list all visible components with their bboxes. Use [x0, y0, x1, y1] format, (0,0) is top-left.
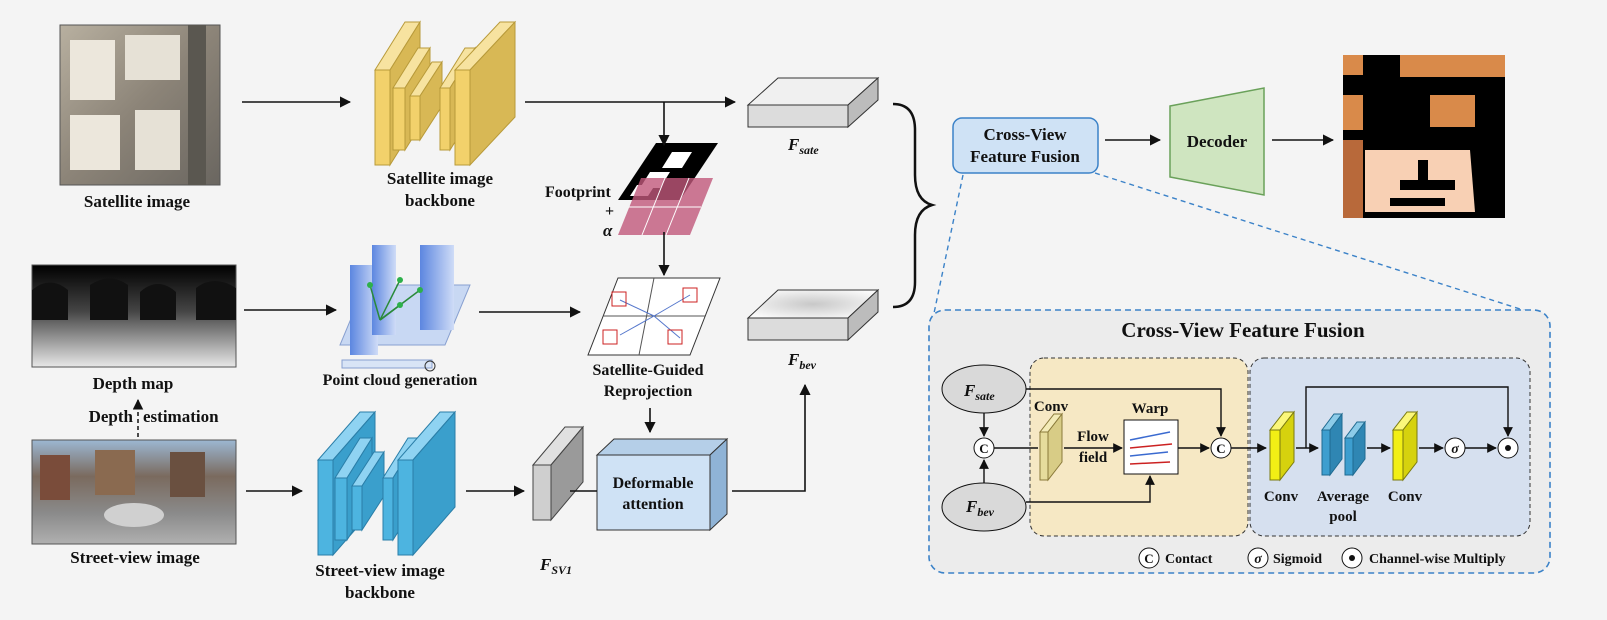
- cross-view-fusion-block: [952, 117, 1099, 174]
- footprint-illustration: [618, 143, 718, 236]
- legend-contact-label: Contact: [1165, 552, 1213, 567]
- depth-map-label: Depth map: [93, 374, 174, 393]
- reprojection-label-2: Reprojection: [604, 383, 693, 400]
- street-backbone-label-1: Street-view image: [315, 561, 445, 580]
- concat-symbol-1: C: [979, 441, 988, 456]
- legend-sigmoid-icon: [1247, 547, 1269, 569]
- footprint-label: Footprint: [545, 184, 611, 201]
- depth-map: [31, 264, 237, 368]
- f-sate-node-label: Fsate: [963, 381, 995, 403]
- depth-estimation-label-left: Depth: [89, 407, 134, 426]
- f-bev-label: Fbev: [787, 350, 817, 372]
- zoom-line-right: [1094, 172, 1549, 319]
- conv-block-3: [1391, 410, 1419, 482]
- merge-brace: [892, 102, 937, 309]
- alpha-label: α: [603, 221, 613, 240]
- conv-block-2: [1268, 410, 1296, 482]
- detail-legend: C Contact σ Sigmoid Channel-wise Multipl…: [1138, 547, 1506, 569]
- fusion-label-2: Feature Fusion: [970, 147, 1080, 166]
- deformable-label-2: attention: [622, 496, 683, 513]
- satellite-backbone-label-2: backbone: [405, 191, 475, 210]
- plus-label: +: [605, 203, 614, 220]
- legend-multiply-label: Channel-wise Multiply: [1369, 552, 1506, 567]
- detail-arrows: [979, 386, 1513, 503]
- legend-concat-symbol: C: [1144, 551, 1153, 566]
- warp-label: Warp: [1132, 401, 1169, 417]
- street-view-image-label: Street-view image: [70, 548, 200, 567]
- conv3-label: Conv: [1388, 489, 1423, 505]
- fusion-label-1: Cross-View: [983, 125, 1067, 144]
- satellite-backbone: [374, 20, 517, 167]
- street-backbone: [316, 410, 457, 557]
- conv2-label: Conv: [1264, 489, 1299, 505]
- point-cloud-illustration: [339, 245, 471, 372]
- f-bev-slab: [746, 288, 880, 342]
- legend-multiply-dot: [1349, 555, 1355, 561]
- legend-sigmoid-label: Sigmoid: [1273, 552, 1322, 567]
- reprojection-illustration: [587, 277, 721, 356]
- satellite-backbone-label-1: Satellite image: [387, 169, 494, 188]
- warp-block: [1123, 419, 1179, 475]
- zoom-line-left: [932, 174, 964, 319]
- satellite-image-label: Satellite image: [84, 192, 191, 211]
- output-segmentation-map: [1343, 55, 1505, 218]
- point-cloud-label: Point cloud generation: [323, 372, 478, 389]
- f-sv1-slab: [531, 425, 585, 522]
- flow-field-label-2: field: [1079, 450, 1108, 466]
- concat-symbol-2: C: [1216, 441, 1225, 456]
- deformable-label-1: Deformable: [613, 475, 694, 492]
- average-pool-block: [1321, 412, 1366, 477]
- depth-estimation-label-right: estimation: [143, 407, 219, 426]
- legend-sigmoid-symbol: σ: [1254, 552, 1262, 567]
- deformable-attention-block: [595, 437, 729, 532]
- street-backbone-label-2: backbone: [345, 583, 415, 602]
- decoder-block: [1169, 87, 1265, 196]
- flow-arrows: [242, 96, 1335, 497]
- conv-block-1: [1038, 412, 1064, 482]
- reprojection-label-1: Satellite-Guided: [592, 362, 703, 379]
- f-bev-node-label: Fbev: [965, 497, 995, 519]
- f-sate-slab: [746, 76, 880, 129]
- street-view-image: [31, 439, 237, 545]
- satellite-image: [59, 24, 221, 186]
- legend-concat-icon: [1138, 547, 1160, 569]
- decoder-label: Decoder: [1187, 132, 1248, 151]
- flow-field-label-1: Flow: [1077, 429, 1109, 445]
- f-sate-label: Fsate: [787, 135, 819, 157]
- fusion-detail-title: Cross-View Feature Fusion: [1121, 318, 1365, 342]
- average-pool-label-1: Average: [1317, 489, 1370, 505]
- multiply-dot: [1505, 445, 1511, 451]
- average-pool-label-2: pool: [1329, 509, 1357, 525]
- conv1-label: Conv: [1034, 399, 1069, 415]
- sigmoid-symbol: σ: [1451, 442, 1459, 457]
- f-sv1-label: FSV1: [539, 555, 572, 577]
